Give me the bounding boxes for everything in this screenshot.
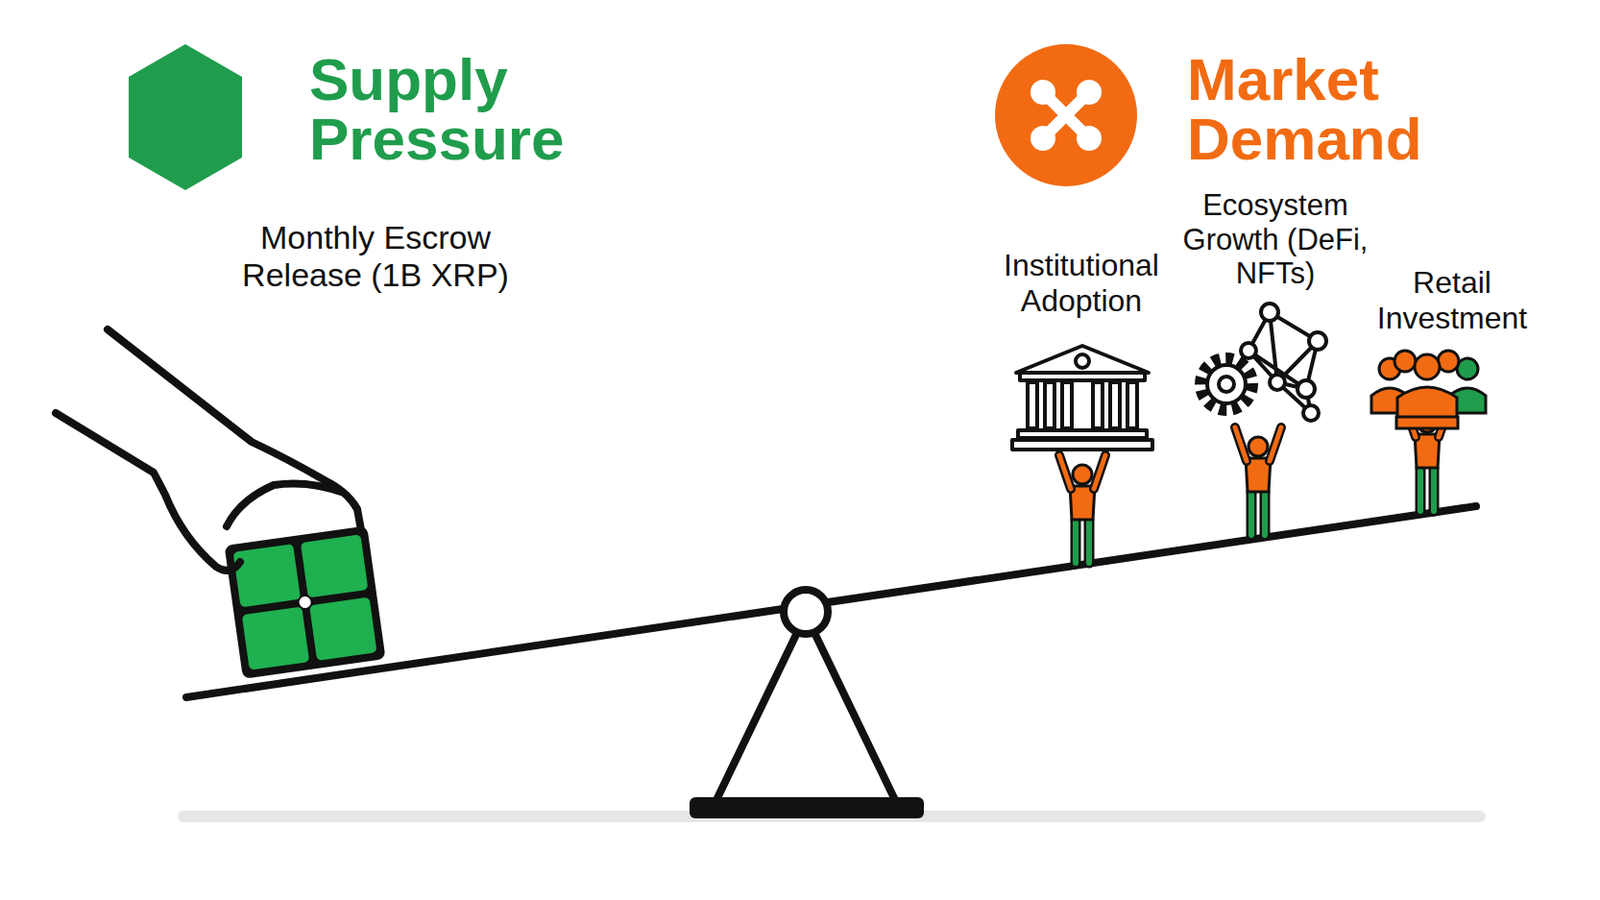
supply-label: Monthly Escrow Release (1B XRP): [236, 218, 515, 294]
hexagon-icon: [128, 44, 243, 191]
ecosystem-figure: [1200, 303, 1327, 535]
hand: [55, 329, 362, 571]
retail-figure: [1371, 350, 1486, 511]
section-heading: Supply Pressure: [309, 49, 627, 170]
fulcrum-base: [689, 797, 924, 819]
section-heading: Market Demand: [1187, 49, 1495, 170]
pivot: [783, 589, 828, 634]
demand-label: Institutional Adoption: [985, 247, 1178, 319]
demand-label: Retail Investment: [1356, 265, 1549, 337]
network-icon: [994, 44, 1138, 187]
demand-label: Ecosystem Growth (DeFi, NFTs): [1179, 188, 1372, 291]
institutional-figure: [1012, 345, 1153, 563]
seesaw-beam: [186, 506, 1477, 698]
supply-block: [224, 525, 387, 679]
fulcrum: [715, 614, 897, 802]
